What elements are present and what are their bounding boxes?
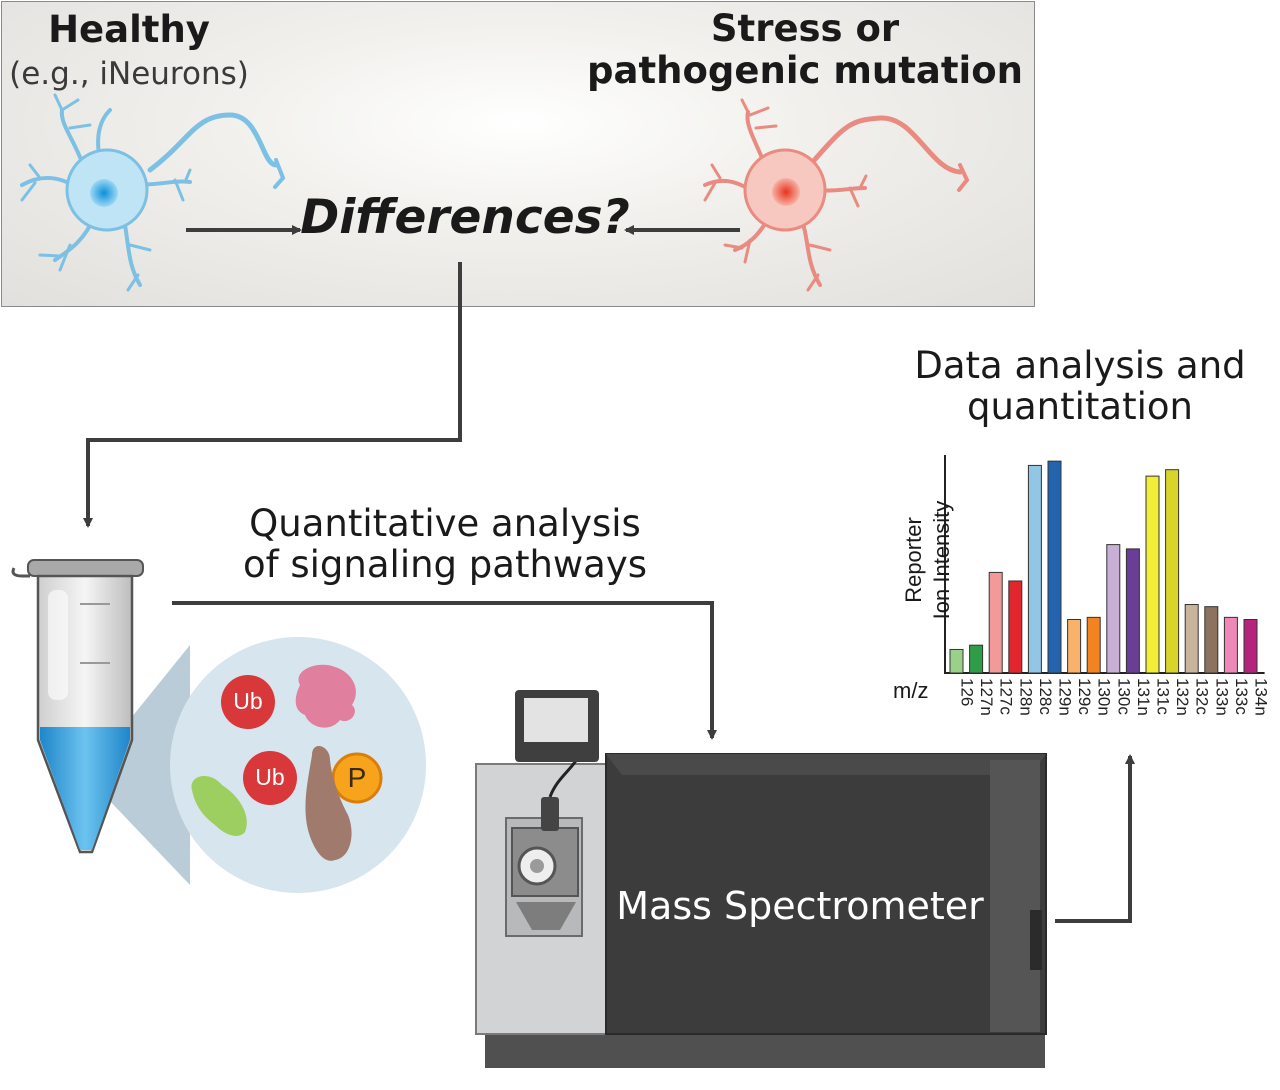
- chart-tick-label: 128n: [1016, 678, 1035, 716]
- chart-tick-label: 133c: [1232, 678, 1251, 715]
- healthy-title: Healthy: [48, 8, 210, 51]
- chart-tick-label: 130n: [1095, 678, 1114, 716]
- chart-tick-label: 134n: [1252, 678, 1271, 716]
- quantitative-analysis-label: Quantitative analysis of signaling pathw…: [200, 503, 690, 585]
- mass-spectrometer-icon: [475, 690, 1047, 1068]
- chart-bar-132c: [1184, 604, 1199, 674]
- chart-xlabel: m/z: [893, 678, 929, 703]
- chart-tick-label: 132n: [1173, 678, 1192, 716]
- chart-tick-label: 128c: [1036, 678, 1055, 715]
- stress-title-line2: pathogenic mutation: [587, 49, 1023, 92]
- chart-tick-label: 132c: [1193, 678, 1212, 715]
- chart-bar-130c: [1106, 544, 1121, 674]
- qa-line2: of signaling pathways: [242, 543, 648, 586]
- magnifier-circle: [170, 637, 426, 893]
- protein-pink-icon: [295, 664, 356, 728]
- healthy-subtitle: (e.g., iNeurons): [9, 56, 249, 92]
- da-line2: quantitation: [967, 385, 1193, 428]
- chart-bar-129n: [1047, 460, 1062, 674]
- stress-title: Stress or pathogenic mutation: [560, 8, 1050, 92]
- chart-ylabel: Reporter Ion Intensity: [900, 500, 960, 620]
- chart-tick-label: 131n: [1134, 678, 1153, 716]
- ubiquitin-marker-1: [221, 675, 275, 729]
- phospho-label: P: [347, 762, 367, 793]
- chart-tick-label: 127c: [997, 678, 1016, 715]
- chart-tick-label: 127n: [977, 678, 996, 716]
- healthy-nucleus: [90, 179, 118, 207]
- chart-bar-126: [949, 648, 964, 674]
- chart-bar-127c: [988, 571, 1003, 674]
- chart-tick-label: 130c: [1114, 678, 1133, 715]
- chart-bar-128c: [1027, 464, 1042, 674]
- chart-tick-label: 126: [958, 678, 977, 706]
- ubiquitin-label-1: Ub: [233, 688, 263, 714]
- chart-tick-label: 131c: [1154, 678, 1173, 715]
- arrow-to-sample: [83, 262, 462, 528]
- chart-bar-133n: [1204, 606, 1219, 674]
- chart-bar-132n: [1165, 469, 1180, 674]
- differences-label: Differences?: [300, 190, 630, 245]
- chart-bar-127n: [969, 644, 984, 674]
- ubiquitin-label-2: Ub: [255, 764, 285, 790]
- arrow-to-spectrometer: [172, 601, 717, 740]
- sample-tube-icon: [11, 559, 144, 854]
- chart-tick-label: 133n: [1212, 678, 1231, 716]
- chart-ylabel-line1: Reporter: [901, 517, 926, 603]
- qa-line1: Quantitative analysis: [249, 502, 641, 545]
- chart-tick-label: 129c: [1075, 678, 1094, 715]
- protein-green-icon: [191, 775, 247, 836]
- comparison-panel: [1, 1, 1035, 307]
- magnifier-cone: [85, 645, 190, 885]
- chart-bar-129c: [1067, 619, 1082, 674]
- chart-tick-label: 129n: [1056, 678, 1075, 716]
- chart-bar-131c: [1145, 475, 1160, 674]
- healthy-neuron-icon: [20, 93, 286, 292]
- chart-bar-134n: [1243, 619, 1258, 674]
- arrow-to-analysis: [1055, 754, 1135, 923]
- protein-brown-icon: [305, 745, 352, 861]
- chart-ylabel-line2: Ion Intensity: [929, 500, 954, 620]
- chart-bar-131n: [1125, 548, 1140, 674]
- da-line1: Data analysis and: [914, 344, 1246, 387]
- chart-bar-133c: [1223, 616, 1238, 674]
- chart-bar-130n: [1086, 616, 1101, 674]
- chart-bar-128n: [1008, 580, 1023, 674]
- data-analysis-label: Data analysis and quantitation: [880, 345, 1280, 427]
- mass-spectrometer-label: Mass Spectrometer: [616, 884, 984, 928]
- stress-title-line1: Stress or: [710, 7, 900, 50]
- ubiquitin-marker-2: [243, 751, 297, 805]
- stress-nucleus: [772, 178, 800, 206]
